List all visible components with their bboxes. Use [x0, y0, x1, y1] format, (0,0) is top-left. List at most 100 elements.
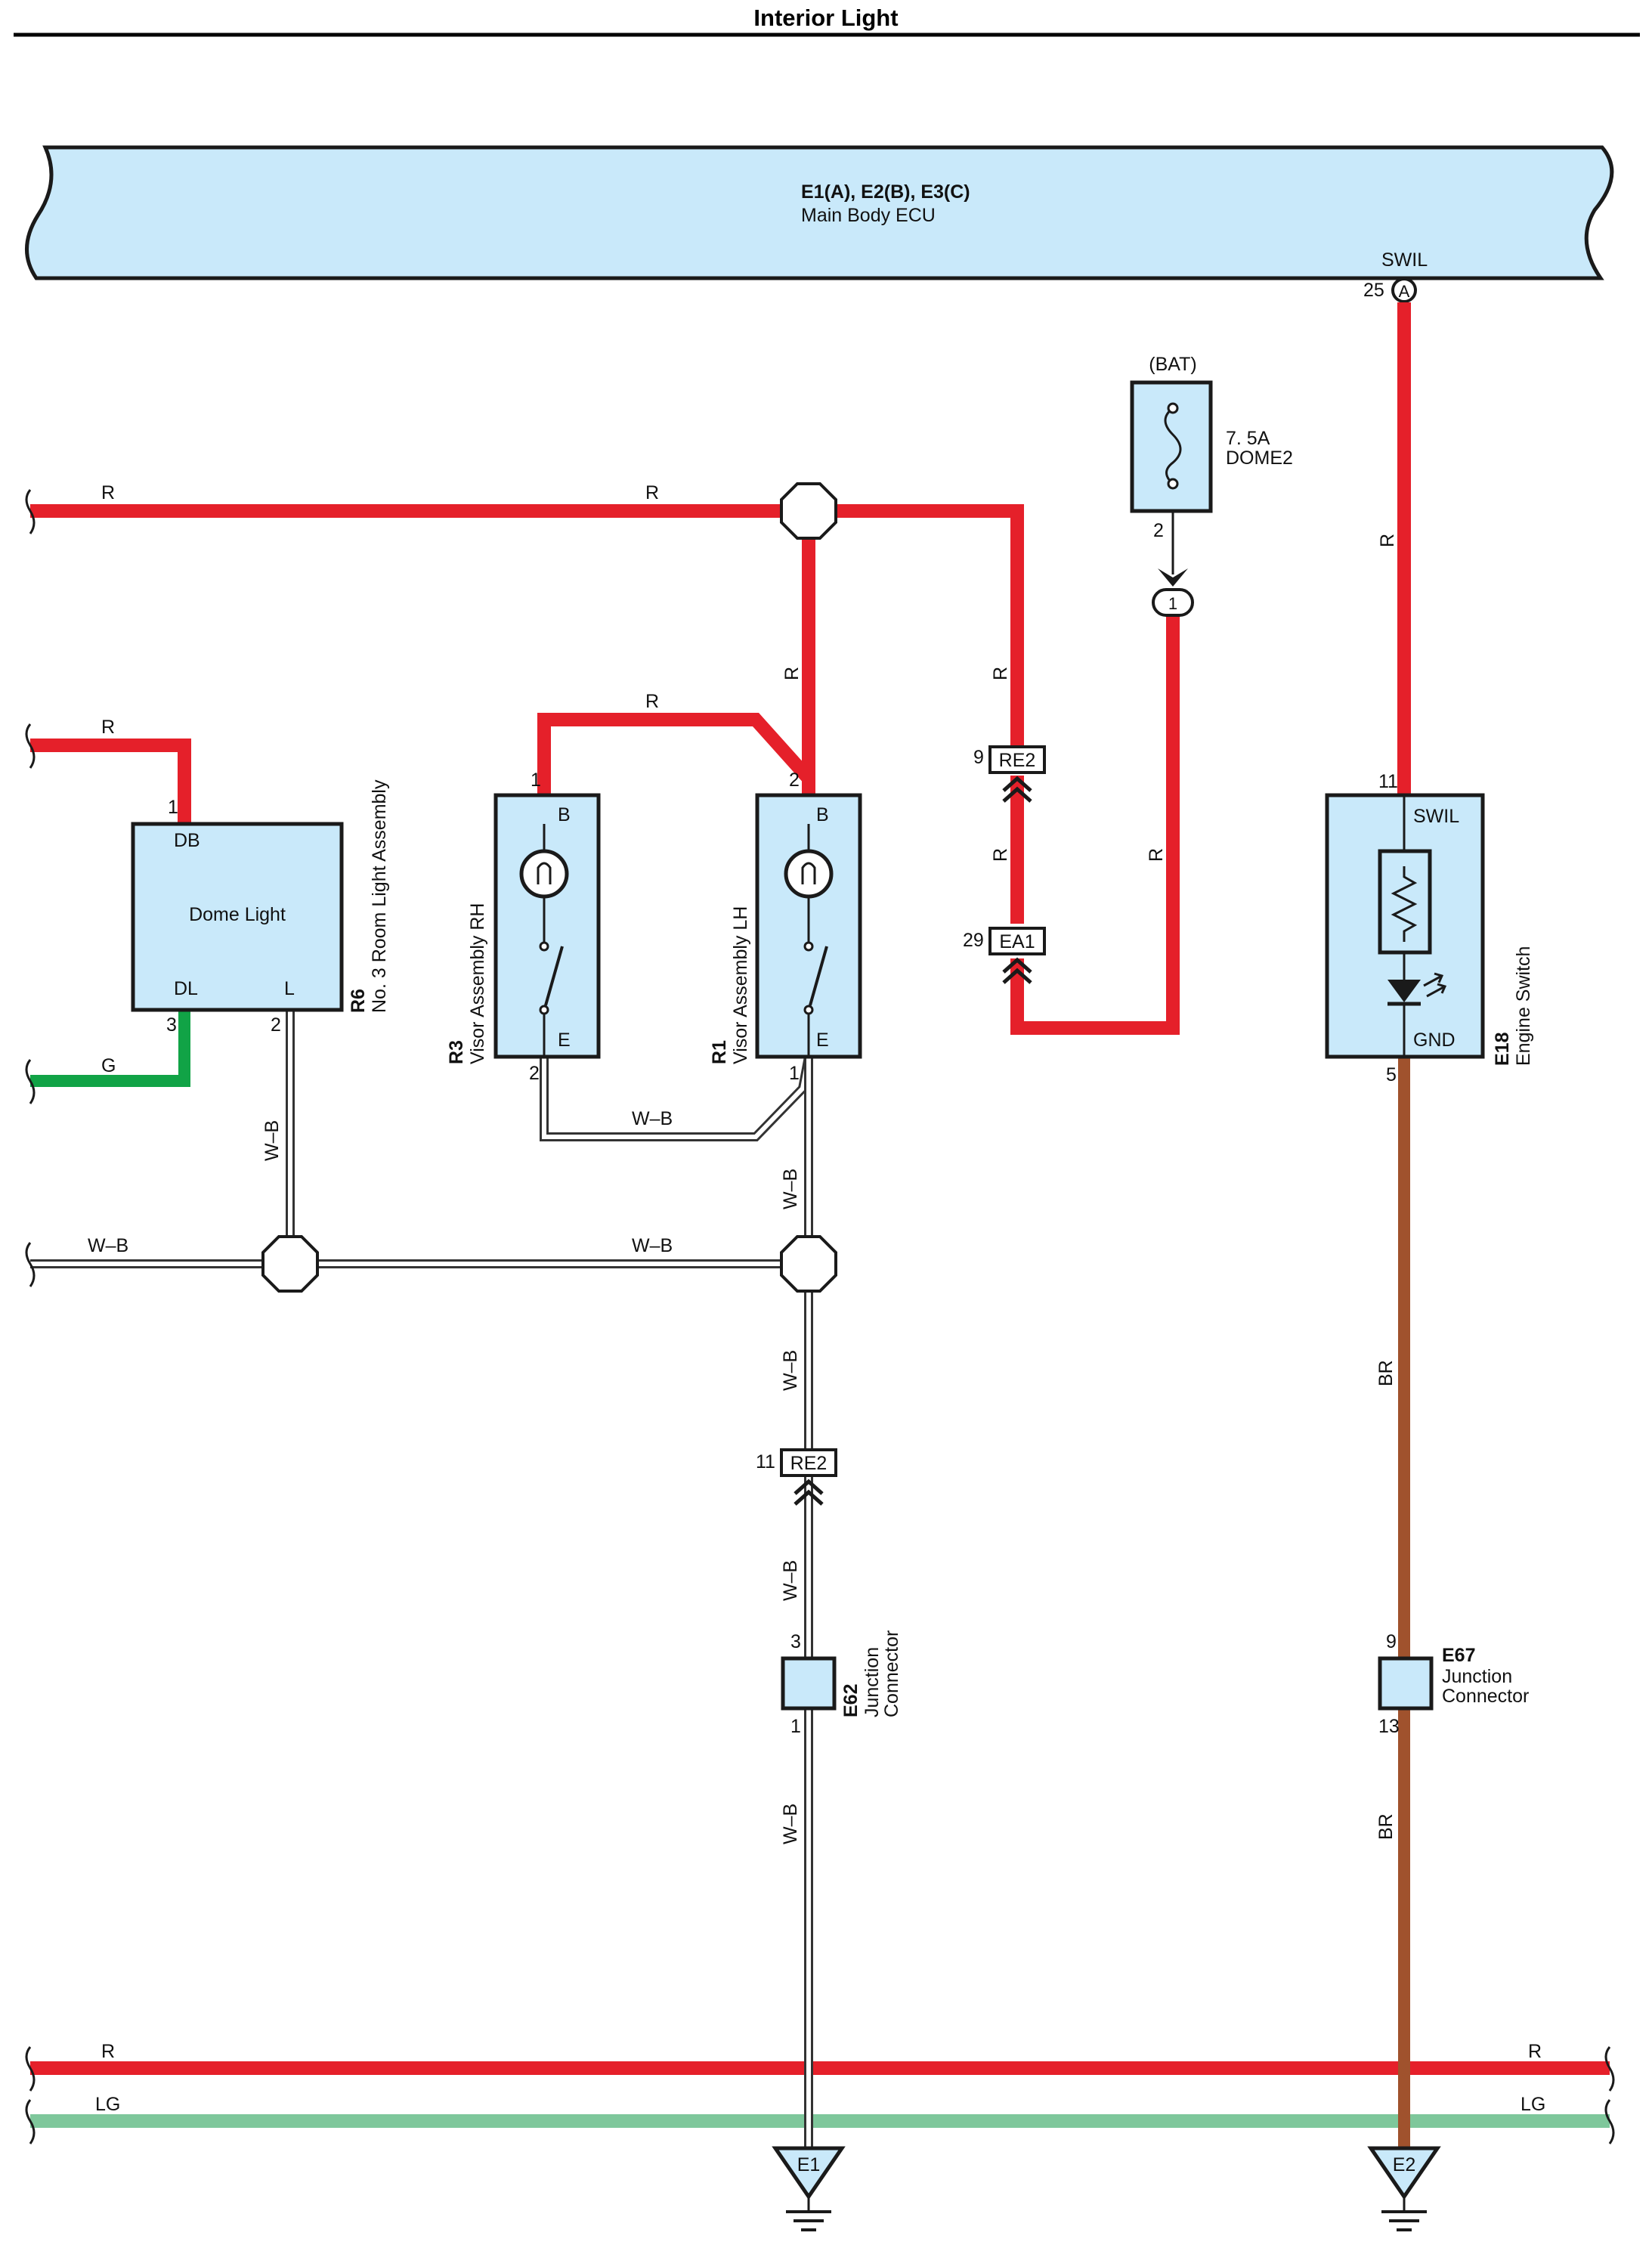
- junction-connector-e67[interactable]: [1378, 1656, 1434, 1711]
- wire-label-br-1: BR: [1375, 1360, 1397, 1386]
- visor-assembly-lh[interactable]: B E: [755, 793, 862, 1059]
- wire-r-dome-supply: [30, 739, 191, 824]
- fuse-arrow-icon: [1158, 568, 1188, 587]
- connector-re2-lower[interactable]: 11 RE2: [756, 1448, 837, 1506]
- ground-e1[interactable]: E1: [772, 2146, 846, 2231]
- wire-label-r-5: R: [1528, 2041, 1542, 2062]
- wire-r-visor-link: [537, 713, 814, 795]
- visor-lh-pin-b: 2: [789, 769, 800, 791]
- wire-label-wb-3: W–B: [632, 1108, 673, 1129]
- wire-label-r-6: R: [101, 2041, 115, 2062]
- dome-terminal-db: DB: [174, 830, 200, 851]
- wire-label-r-10: R: [1146, 848, 1167, 862]
- e62-caption: E62 Junction Connector: [840, 1630, 902, 1717]
- e67-caption: E67 Junction Connector: [1442, 1645, 1529, 1707]
- engine-switch-caption: E18 Engine Switch: [1492, 946, 1534, 1066]
- visor-lh-caption: R1 Visor Assembly LH: [709, 906, 751, 1064]
- re2-upper-chevron-icon: [1002, 776, 1032, 803]
- wire-label-r-9: R: [990, 848, 1011, 862]
- wire-label-lg-1: LG: [95, 2094, 120, 2115]
- visor-lh-code: R1: [709, 1040, 730, 1064]
- fuse-dome2[interactable]: (BAT) 7. 5A DOME2: [1130, 354, 1293, 513]
- e62-pin-in: 3: [790, 1631, 801, 1652]
- dome-light-label: Dome Light: [189, 904, 286, 925]
- ecu-connector-a: A: [1391, 277, 1417, 303]
- wire-label-br-2: BR: [1375, 1813, 1397, 1840]
- visor-rh-terminal-e: E: [558, 1030, 571, 1051]
- e62-line2: Connector: [881, 1630, 902, 1717]
- re2-lower-label: RE2: [790, 1453, 828, 1474]
- wire-label-wb-6: W–B: [780, 1350, 801, 1391]
- ea1-chevron-icon: [1002, 957, 1032, 984]
- dome-light-r6[interactable]: DB Dome Light DL L: [131, 822, 344, 1012]
- visor-rh-code: R3: [446, 1040, 467, 1064]
- svg-text:A: A: [1399, 282, 1410, 301]
- wire-label-r-7: R: [781, 667, 803, 680]
- visor-rh-pin-e: 2: [529, 1063, 540, 1084]
- visor-assembly-rh[interactable]: B E: [493, 793, 601, 1059]
- ecu-name: Main Body ECU: [801, 205, 936, 226]
- dome-pin-db: 1: [168, 797, 178, 818]
- engine-switch-pin-gnd: 5: [1386, 1064, 1397, 1085]
- ecu-terminal-swil: SWIL: [1381, 249, 1428, 271]
- visor-rh-caption: R3 Visor Assembly RH: [446, 903, 488, 1065]
- fuse-rating: 7. 5A: [1226, 428, 1270, 449]
- visor-lh-bulb-icon: [784, 849, 834, 899]
- visor-rh-name: Visor Assembly RH: [467, 903, 488, 1065]
- re2-lower-pin: 11: [756, 1451, 775, 1472]
- visor-lh-name: Visor Assembly LH: [730, 906, 751, 1064]
- wire-wb-group: [30, 1010, 813, 2148]
- e67-pin-in: 9: [1386, 1631, 1397, 1652]
- wire-label-r-4: R: [645, 691, 659, 712]
- dome-pin-l: 2: [271, 1014, 281, 1036]
- wire-g-dome-dl: [30, 1010, 190, 1087]
- ground-e1-label: E1: [797, 2154, 821, 2175]
- e67-line2: Connector: [1442, 1686, 1529, 1707]
- fuse-pin-2: 2: [1153, 520, 1164, 541]
- junction-wb-right: [780, 1235, 837, 1293]
- wire-label-r-2: R: [645, 482, 659, 503]
- wire-label-r-8: R: [990, 667, 1011, 680]
- e62-pin-out: 1: [790, 1716, 801, 1737]
- re2-upper-label: RE2: [999, 750, 1036, 771]
- connector-re2-upper[interactable]: 9 RE2: [973, 745, 1046, 803]
- dome-light-caption: R6 No. 3 Room Light Assembly: [348, 779, 390, 1013]
- wire-label-wb-5: W–B: [780, 1169, 801, 1209]
- main-body-ecu[interactable]: E1(A), E2(B), E3(C) Main Body ECU SWIL: [25, 145, 1614, 280]
- dome-terminal-l: L: [284, 978, 295, 999]
- ground-e2-label: E2: [1393, 2154, 1416, 2175]
- engine-switch-terminal-swil: SWIL: [1413, 806, 1459, 827]
- dome-pin-dl: 3: [166, 1014, 177, 1036]
- engine-switch-e18[interactable]: SWIL GND: [1325, 793, 1485, 1059]
- svg-text:1: 1: [1168, 594, 1177, 613]
- wire-label-wb-1: W–B: [88, 1235, 128, 1256]
- page-title: Interior Light: [753, 5, 898, 31]
- wire-label-lg-2: LG: [1521, 2094, 1545, 2115]
- fuse-name: DOME2: [1226, 447, 1293, 469]
- ea1-pin: 29: [963, 930, 984, 951]
- connector-ea1[interactable]: 29 EA1: [963, 927, 1046, 984]
- visor-lh-pin-e: 1: [789, 1063, 800, 1084]
- ecu-pin-25: 25: [1363, 280, 1384, 301]
- engine-switch-led-icon: [1387, 980, 1421, 1002]
- fuse-junction-1: 1: [1152, 588, 1194, 617]
- wire-label-g: G: [101, 1055, 116, 1076]
- wire-label-wb-7: W–B: [780, 1560, 801, 1601]
- visor-rh-switch-icon: [544, 946, 564, 1006]
- wire-label-r-11: R: [1377, 534, 1398, 547]
- dome-terminal-dl: DL: [174, 978, 198, 999]
- e67-code: E67: [1442, 1645, 1475, 1666]
- wire-break-symbols: [25, 489, 1615, 2144]
- visor-rh-terminal-b: B: [558, 804, 571, 825]
- junction-r-top: [780, 482, 837, 540]
- wire-label-wb-2: W–B: [632, 1235, 673, 1256]
- re2-lower-chevron-icon: [794, 1479, 824, 1506]
- wire-label-r-1: R: [101, 482, 115, 503]
- junction-wb-left: [261, 1235, 319, 1293]
- engine-switch-code: E18: [1492, 1032, 1513, 1066]
- e67-pin-out: 13: [1378, 1716, 1400, 1737]
- engine-switch-terminal-gnd: GND: [1413, 1030, 1456, 1051]
- junction-connector-e62[interactable]: [781, 1656, 837, 1711]
- ground-e2[interactable]: E2: [1367, 2146, 1441, 2231]
